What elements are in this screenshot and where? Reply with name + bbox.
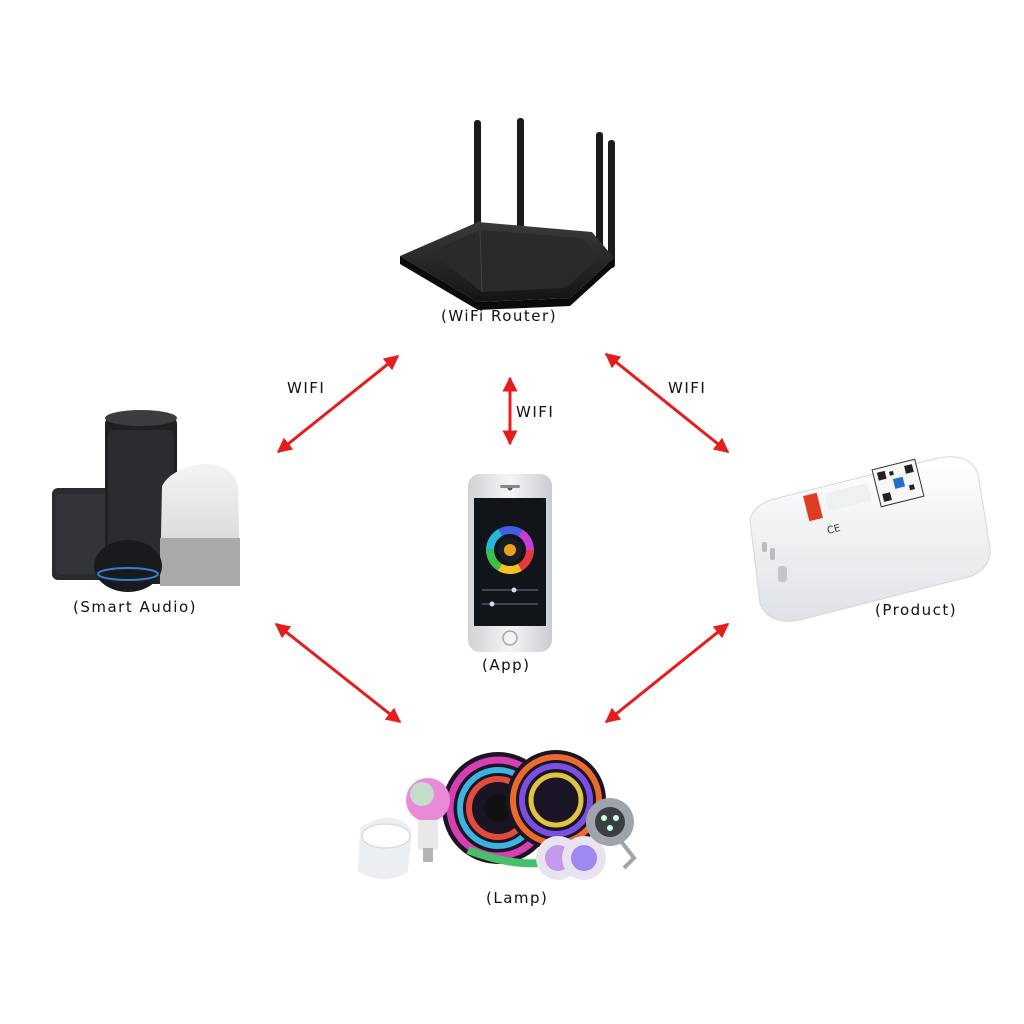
- smart-audio-icon: [52, 410, 240, 592]
- arrow-router-audio: [276, 354, 400, 454]
- wifi-label-right: WIFI: [668, 379, 707, 397]
- product-label: (Product): [875, 601, 958, 619]
- arrow-router-product: [604, 352, 730, 454]
- wifi-router-icon: [400, 118, 615, 310]
- wifi-label-center: WIFI: [516, 403, 555, 421]
- lamp-label: (Lamp): [486, 889, 549, 907]
- lamp-products-icon: [358, 750, 637, 880]
- smart-audio-label: (Smart Audio): [73, 598, 197, 616]
- smartphone-app-icon: [468, 474, 552, 652]
- svg-text:CE: CE: [826, 523, 842, 537]
- controller-product-icon: CE: [749, 456, 991, 622]
- wifi-label-left: WIFI: [287, 379, 326, 397]
- arrow-group: [274, 352, 730, 724]
- arrow-audio-lamp: [274, 622, 402, 724]
- arrow-product-lamp: [604, 622, 730, 724]
- router-label: (WiFi Router): [441, 307, 558, 325]
- app-label: (App): [482, 656, 531, 674]
